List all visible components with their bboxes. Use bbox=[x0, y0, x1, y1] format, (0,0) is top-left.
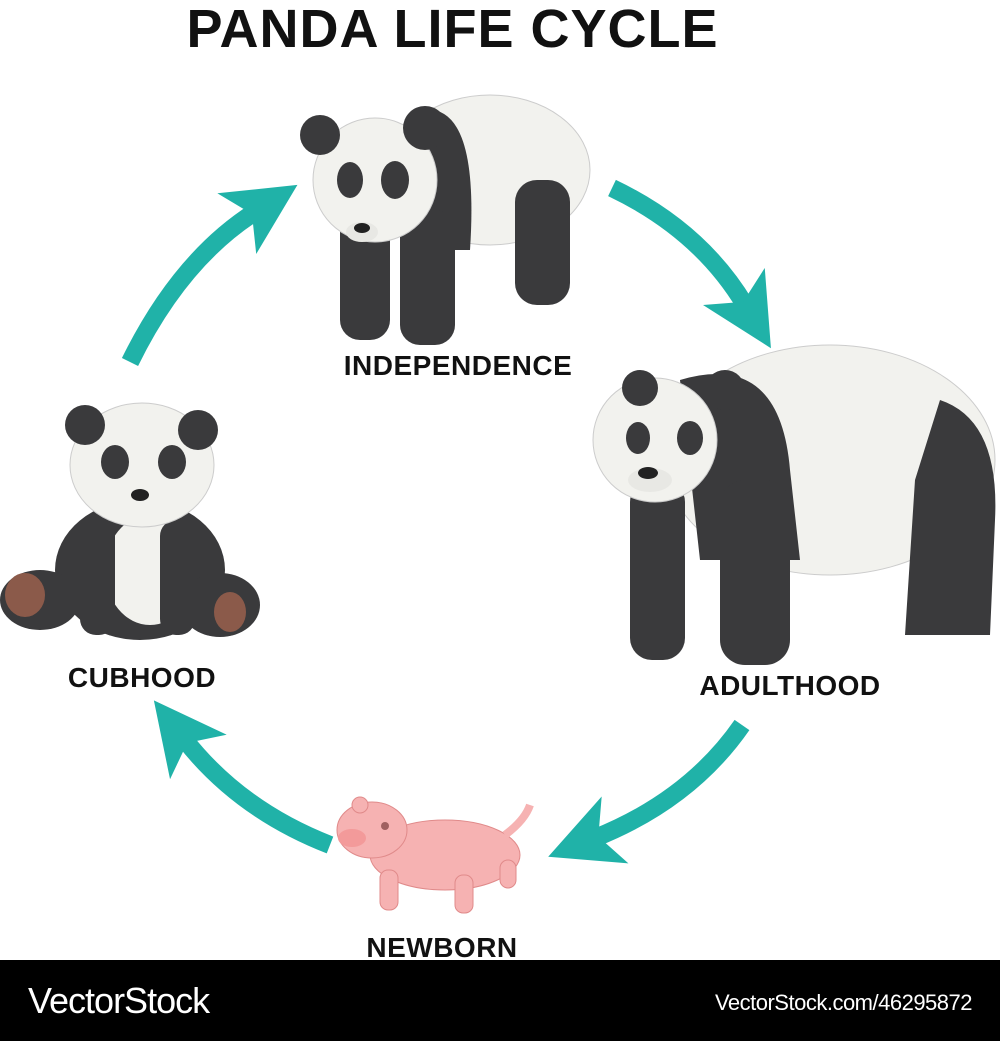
cubhood-panda bbox=[0, 402, 260, 640]
stage-label-independence: INDEPENDENCE bbox=[343, 350, 573, 381]
diagram-title: PANDA LIFE CYCLE bbox=[186, 0, 719, 59]
arrow-newborn-to-cubhood bbox=[153, 700, 334, 854]
brand-logo: VectorStock bbox=[28, 980, 210, 1021]
arrow-cubhood-to-independence bbox=[121, 184, 298, 366]
newborn-panda bbox=[336, 796, 534, 914]
life-cycle-illustration bbox=[0, 94, 996, 914]
stage-label-adulthood: ADULTHOOD bbox=[699, 670, 881, 701]
independence-panda bbox=[300, 94, 591, 345]
stage-label-cubhood: CUBHOOD bbox=[67, 662, 217, 693]
image-reference: VectorStock.com/46295872 bbox=[714, 990, 973, 1015]
arrow-independence-to-adulthood bbox=[608, 179, 771, 349]
adulthood-panda bbox=[592, 344, 996, 665]
watermark-footer: VectorStock VectorStock.com/46295872 bbox=[0, 960, 1000, 1041]
arrow-adulthood-to-newborn bbox=[548, 719, 750, 864]
stage-label-newborn: NEWBORN bbox=[366, 932, 518, 963]
